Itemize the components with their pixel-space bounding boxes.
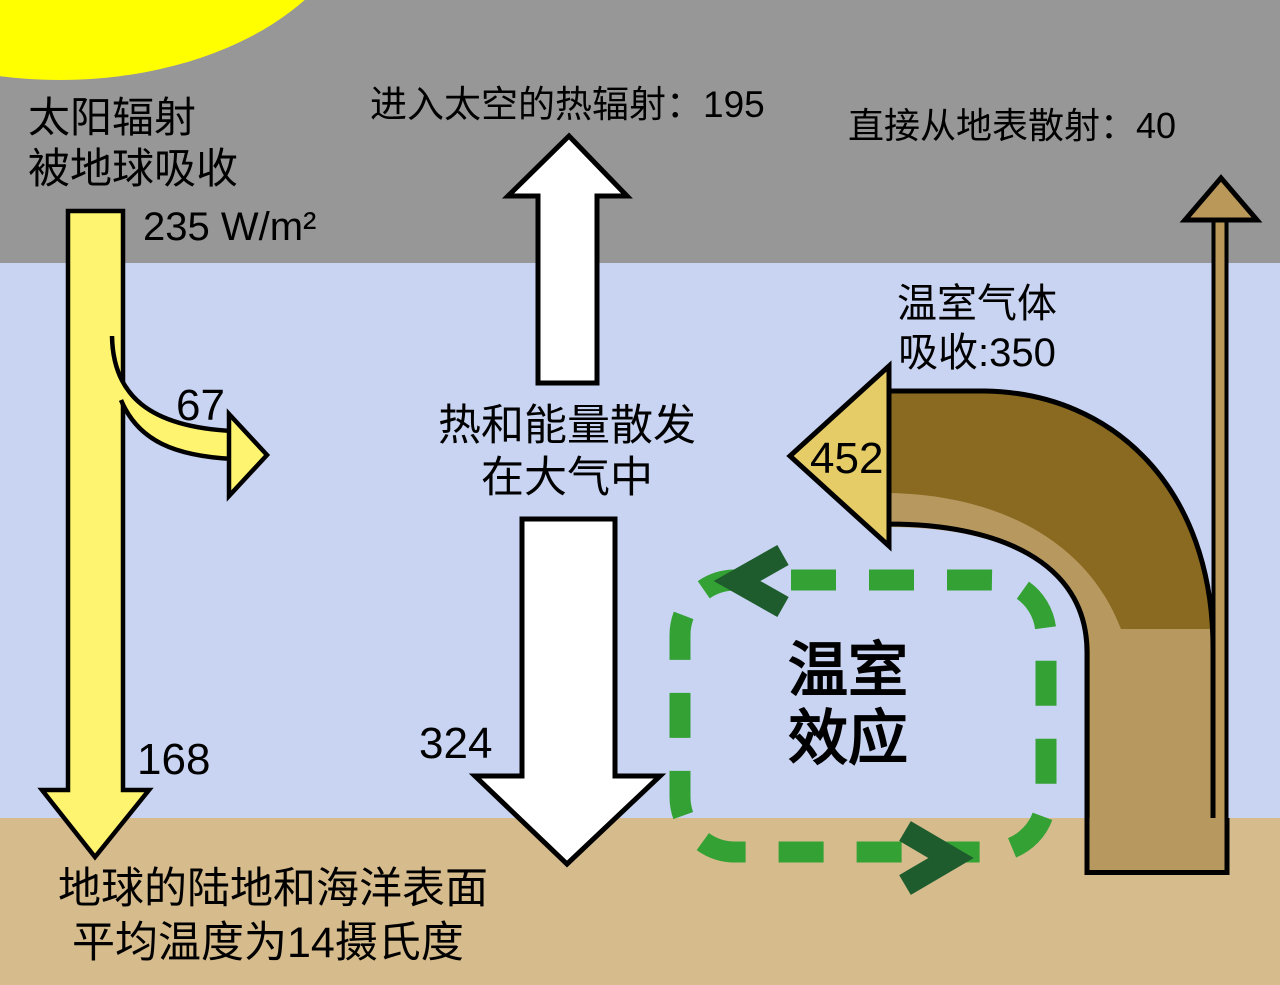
downward-radiation-arrow — [468, 516, 667, 868]
surface-radiation-arrowhead — [1179, 174, 1263, 223]
surface-label-line1: 地球的陆地和海洋表面 — [58, 865, 488, 913]
space-heat-arrow — [501, 132, 633, 386]
value-324: 324 — [419, 719, 493, 768]
loop-chevron-right-icon — [899, 821, 974, 895]
sun-label-line1: 太阳辐射 — [28, 94, 197, 141]
solar-flux-value: 235 W/m² — [143, 205, 317, 249]
loop-chevron-left-icon — [713, 544, 789, 618]
surface-label-line2: 平均温度为14摄氏度 — [72, 919, 464, 967]
ghg-absorb-label: 温室气体 吸收:350 — [897, 280, 1057, 378]
ground-base-box — [1084, 818, 1230, 875]
surface-radiation-shaft — [1211, 216, 1229, 822]
greenhouse-effect-title: 温室 效应 — [788, 637, 908, 774]
value-67: 67 — [176, 381, 225, 430]
atmosphere-heat-line2: 在大气中 — [481, 454, 653, 503]
branch-arrowhead — [226, 408, 271, 502]
back-radiation-arrowhead — [786, 360, 892, 552]
ground-band — [0, 818, 1280, 985]
ghg-absorb-line2: 吸收:350 — [898, 330, 1056, 375]
value-452: 452 — [810, 434, 884, 483]
branch-arrow-top-edge — [109, 335, 234, 434]
greenhouse-effect-line2: 效应 — [788, 705, 908, 773]
atmosphere-heat-label: 热和能量散发 在大气中 — [438, 400, 696, 505]
value-168: 168 — [137, 735, 211, 784]
solar-radiation-arrow — [37, 208, 154, 861]
atmosphere-heat-line1: 热和能量散发 — [438, 402, 696, 450]
greenhouse-loop-dashed-border — [669, 569, 1057, 863]
space-radiation-label: 进入太空的热辐射：195 — [370, 84, 765, 125]
direct-surface-label: 直接从地表散射：40 — [848, 105, 1177, 146]
branch-arrow-bottom-edge — [118, 399, 234, 462]
sun-icon — [0, 0, 305, 80]
ghg-absorb-line1: 温室气体 — [897, 282, 1057, 326]
sun-label: 太阳辐射 被地球吸收 — [28, 92, 238, 194]
ghg-band-light — [889, 493, 1213, 868]
greenhouse-effect-line1: 温室 — [788, 637, 908, 704]
sun-label-line2: 被地球吸收 — [28, 145, 239, 193]
